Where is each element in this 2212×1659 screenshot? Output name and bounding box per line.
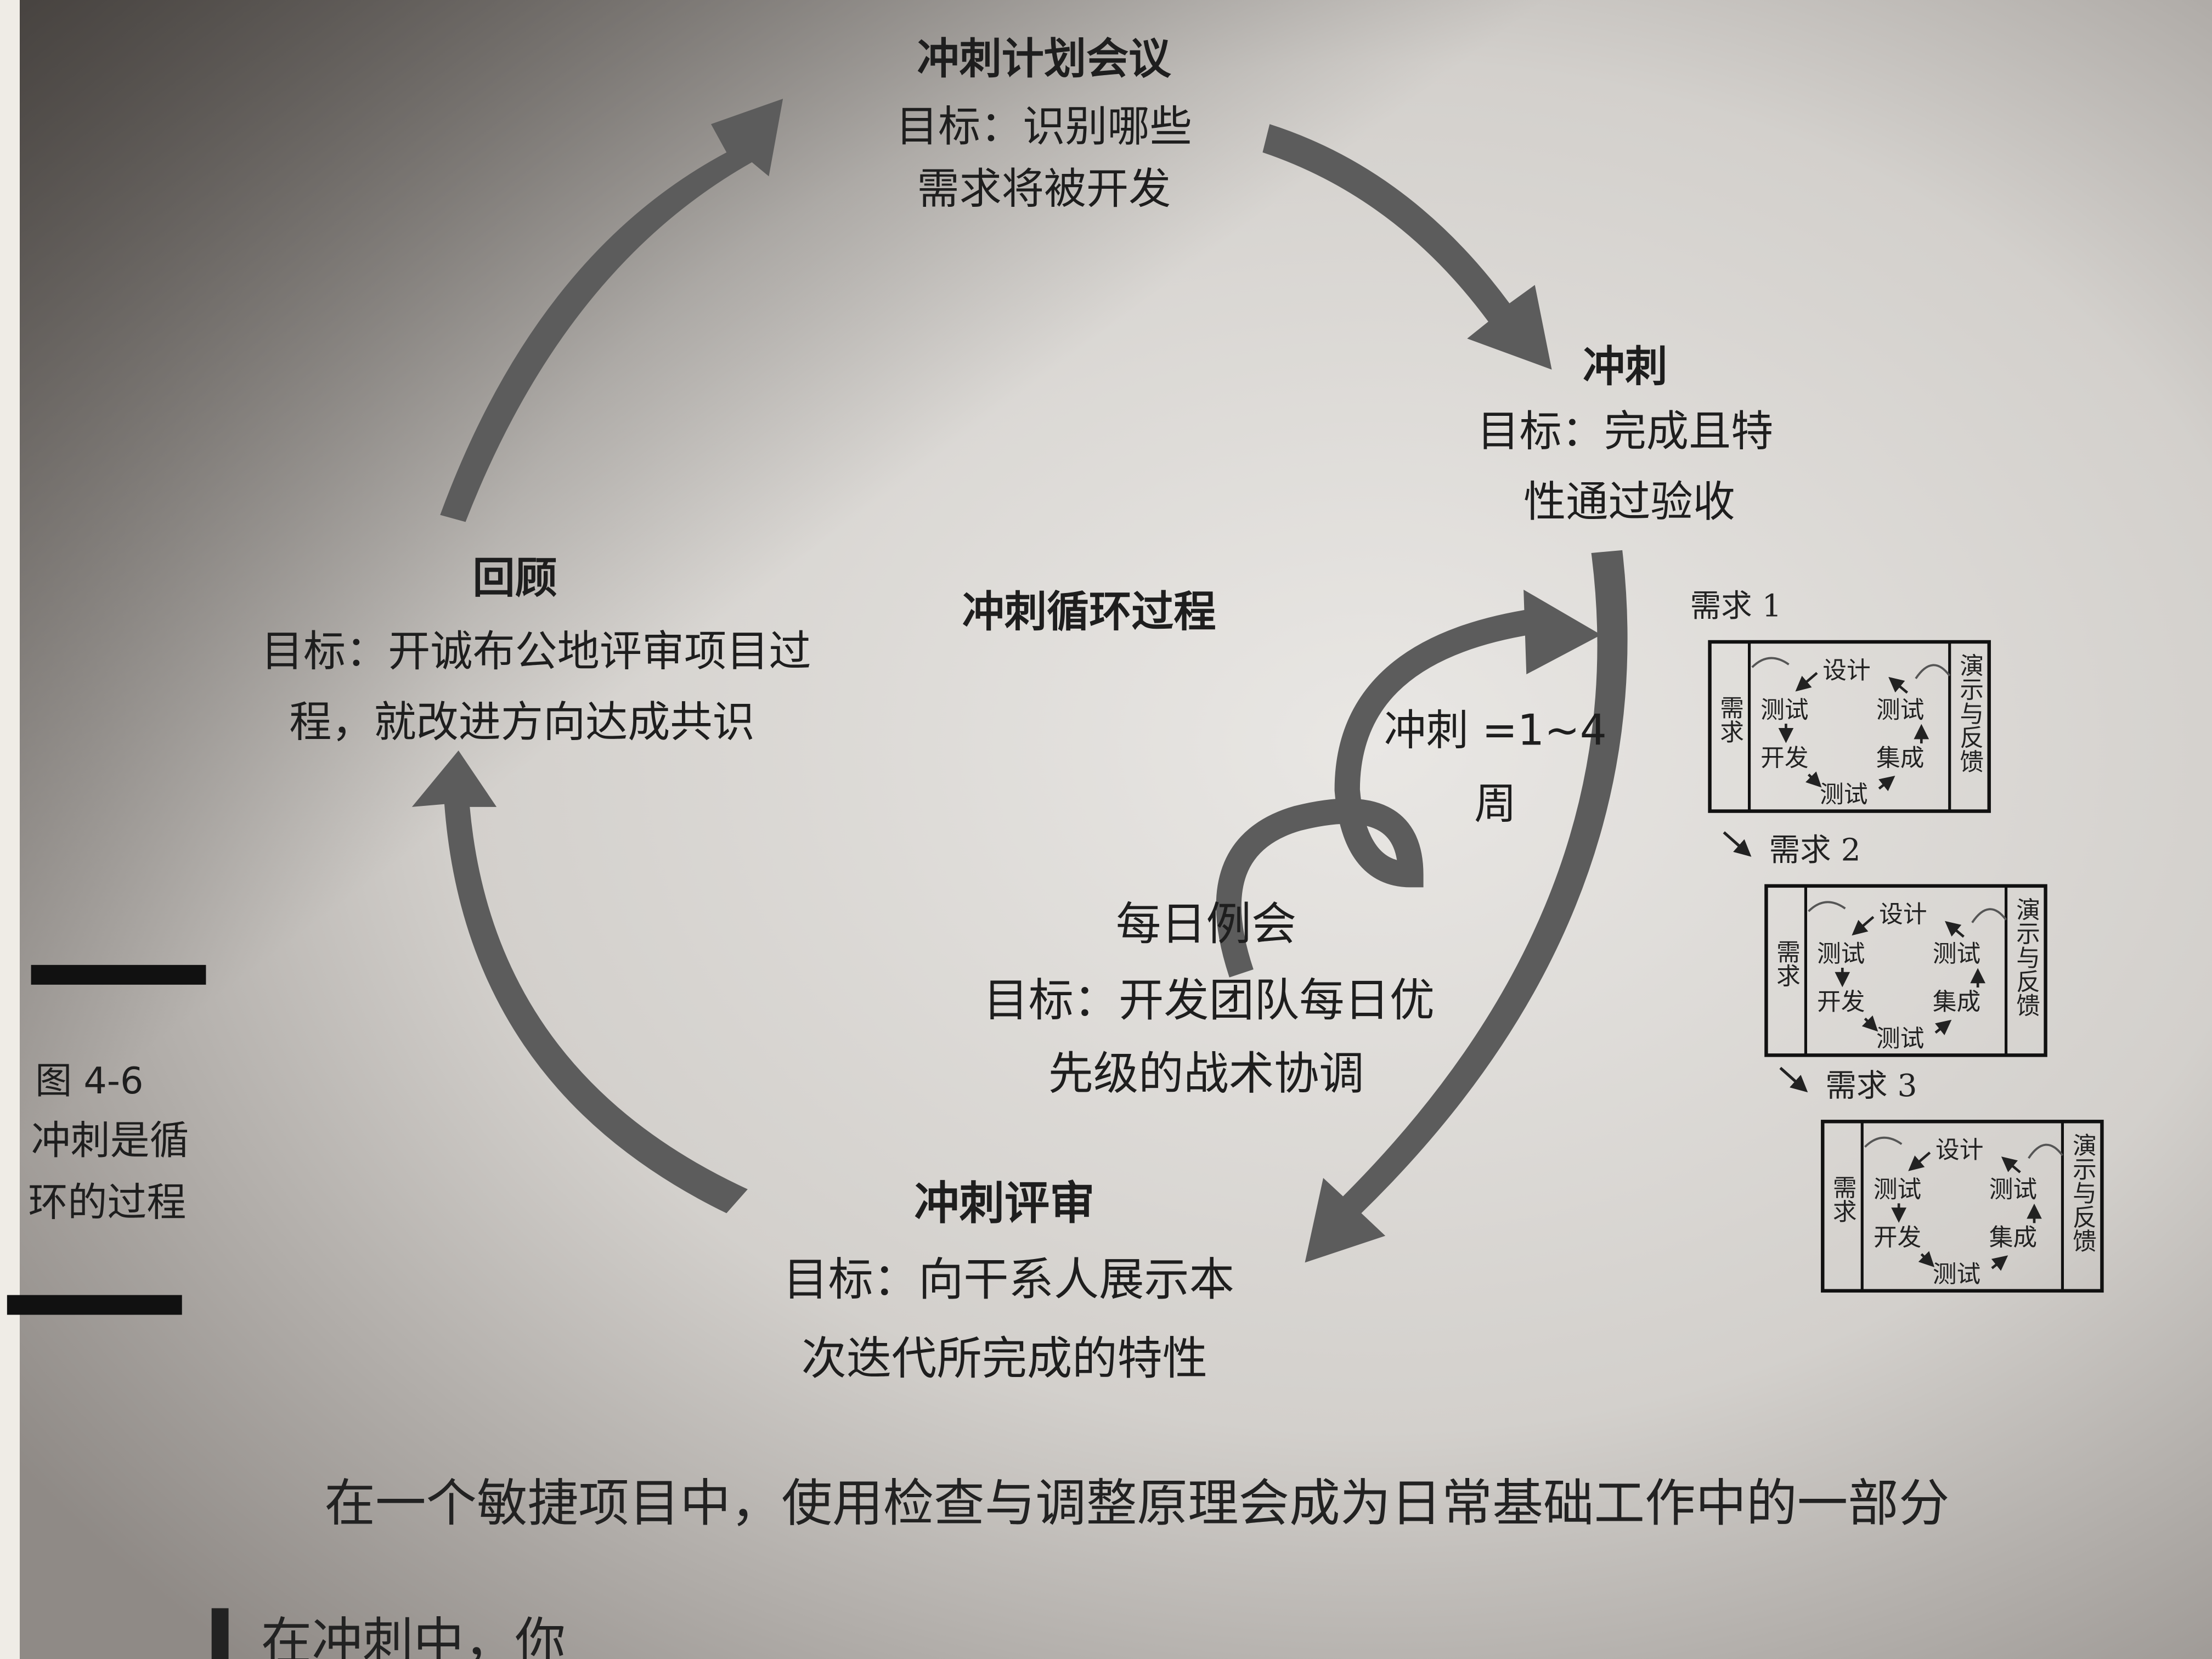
box-test: 测试 — [1817, 940, 1865, 968]
requirement-box: 需求演示与反馈设计测试测试开发集成测试 — [1708, 640, 1991, 813]
sprint-duration-1: 冲刺 =1~4 — [1384, 706, 1607, 755]
box-test: 测试 — [1876, 696, 1924, 724]
daily-title: 每日例会 — [1116, 899, 1296, 951]
down-right-arrow-icon — [1723, 831, 1752, 857]
box-right-label: 演示与反馈 — [2012, 897, 2040, 1017]
arrow-up-right-icon — [1878, 775, 1895, 792]
box-integrate: 集成 — [1989, 1224, 2037, 1252]
daily-goal-1: 目标：开发团队每日优 — [983, 974, 1435, 1026]
box-outline — [1821, 1120, 2104, 1293]
box-flow-curve — [1751, 657, 1951, 679]
arrow-review-to-retro — [411, 751, 748, 1214]
box-right-label: 演示与反馈 — [2068, 1133, 2096, 1253]
arrow-down-left-icon — [1795, 672, 1818, 692]
sprint-title: 冲刺 — [1583, 342, 1667, 391]
box-design: 设计 — [1879, 901, 1927, 929]
body-paragraph: 在一个敏捷项目中，使用检查与调整原理会成为日常基础工作中的一部分 — [324, 1474, 1949, 1533]
box-right-label: 演示与反馈 — [1955, 653, 1983, 774]
caption-bar-top — [31, 964, 206, 985]
box-test: 测试 — [1876, 1025, 1924, 1053]
retro-goal-1: 目标：开诚布公地评审项目过 — [261, 627, 811, 676]
bullet-bar — [211, 1608, 229, 1659]
body-next-line: 在冲刺中，你 — [261, 1612, 566, 1659]
arrow-down-right-icon — [1918, 1251, 1935, 1267]
daily-loop-arrow — [1216, 608, 1540, 978]
arrow-up-left-icon — [2001, 1156, 2021, 1173]
box-test: 测试 — [1820, 781, 1867, 809]
box-develop: 开发 — [1817, 988, 1865, 1016]
box-design: 设计 — [1936, 1136, 1983, 1164]
diagram-title: 冲刺循环过程 — [962, 588, 1216, 637]
daily-goal-2: 先级的战术协调 — [1048, 1048, 1364, 1100]
box-test: 测试 — [1874, 1176, 1921, 1204]
daily-loop-arrowhead — [1523, 589, 1601, 675]
caption-line-1: 冲刺是循 — [31, 1117, 189, 1163]
review-goal-2: 次迭代所完成的特性 — [802, 1333, 1207, 1385]
planning-title: 冲刺计划会议 — [917, 35, 1171, 84]
caption-line-2: 环的过程 — [28, 1180, 186, 1226]
figure-number: 图 4-6 — [35, 1059, 143, 1102]
box-integrate: 集成 — [1876, 744, 1924, 772]
box-flow-curve — [1864, 1136, 2063, 1159]
sprint-duration-2: 周 — [1474, 779, 1516, 828]
retro-title: 回顾 — [472, 554, 557, 603]
review-goal-1: 目标：向干系人展示本 — [783, 1254, 1234, 1306]
caption-bar-bottom — [7, 1295, 182, 1315]
requirement-3: 需求 3 — [1779, 1066, 1917, 1104]
requirement-box: 需求演示与反馈设计测试测试开发集成测试 — [1764, 884, 2047, 1057]
arrow-up-right-icon — [1991, 1255, 2008, 1271]
arrow-sprint-to-review — [1305, 550, 1628, 1263]
requirement-2: 需求 2 — [1723, 831, 1861, 868]
requirement-1: 需求 1 — [1690, 588, 1782, 624]
arrow-up-left-icon — [1945, 921, 1965, 938]
arrow-down-right-icon — [1861, 1015, 1878, 1032]
sprint-goal-2: 性通过验收 — [1523, 477, 1735, 527]
box-develop: 开发 — [1760, 744, 1808, 772]
box-test: 测试 — [1933, 1260, 1980, 1288]
review-title: 冲刺评审 — [914, 1178, 1094, 1230]
requirement-box: 需求演示与反馈设计测试测试开发集成测试 — [1821, 1120, 2104, 1293]
down-right-arrow-icon — [1779, 1066, 1808, 1093]
box-flow-curve — [1808, 901, 2007, 923]
box-test: 测试 — [1760, 696, 1808, 724]
box-outline — [1708, 640, 1991, 813]
arrow-planning-to-sprint — [1262, 124, 1552, 370]
arrow-down-left-icon — [1852, 916, 1875, 936]
box-left-label: 需求 — [1716, 696, 1743, 743]
arrow-retro-to-planning — [440, 99, 783, 522]
requirement-label: 需求 2 — [1769, 832, 1861, 868]
box-outline — [1764, 884, 2047, 1057]
requirement-label: 需求 1 — [1690, 588, 1782, 624]
cycle-arrows — [411, 99, 1628, 1263]
box-left-label: 需求 — [1772, 940, 1800, 988]
retro-goal-2: 程，就改进方向达成共识 — [289, 697, 754, 747]
box-develop: 开发 — [1874, 1224, 1921, 1252]
sprint-goal-1: 目标：完成且特 — [1477, 407, 1773, 456]
box-design: 设计 — [1822, 657, 1870, 685]
arrow-up-left-icon — [1888, 676, 1909, 694]
box-test: 测试 — [1989, 1176, 2037, 1204]
box-left-label: 需求 — [1829, 1175, 1857, 1223]
planning-goal-2: 需求将被开发 — [917, 164, 1171, 213]
requirement-label: 需求 3 — [1825, 1068, 1917, 1104]
arrow-up-right-icon — [1934, 1019, 1952, 1036]
arrow-down-left-icon — [1908, 1152, 1931, 1171]
planning-goal-1: 目标：识别哪些 — [896, 102, 1192, 151]
arrow-down-right-icon — [1805, 771, 1822, 788]
page-edge — [0, 0, 20, 1659]
box-integrate: 集成 — [1933, 988, 1980, 1016]
box-test: 测试 — [1933, 940, 1980, 968]
